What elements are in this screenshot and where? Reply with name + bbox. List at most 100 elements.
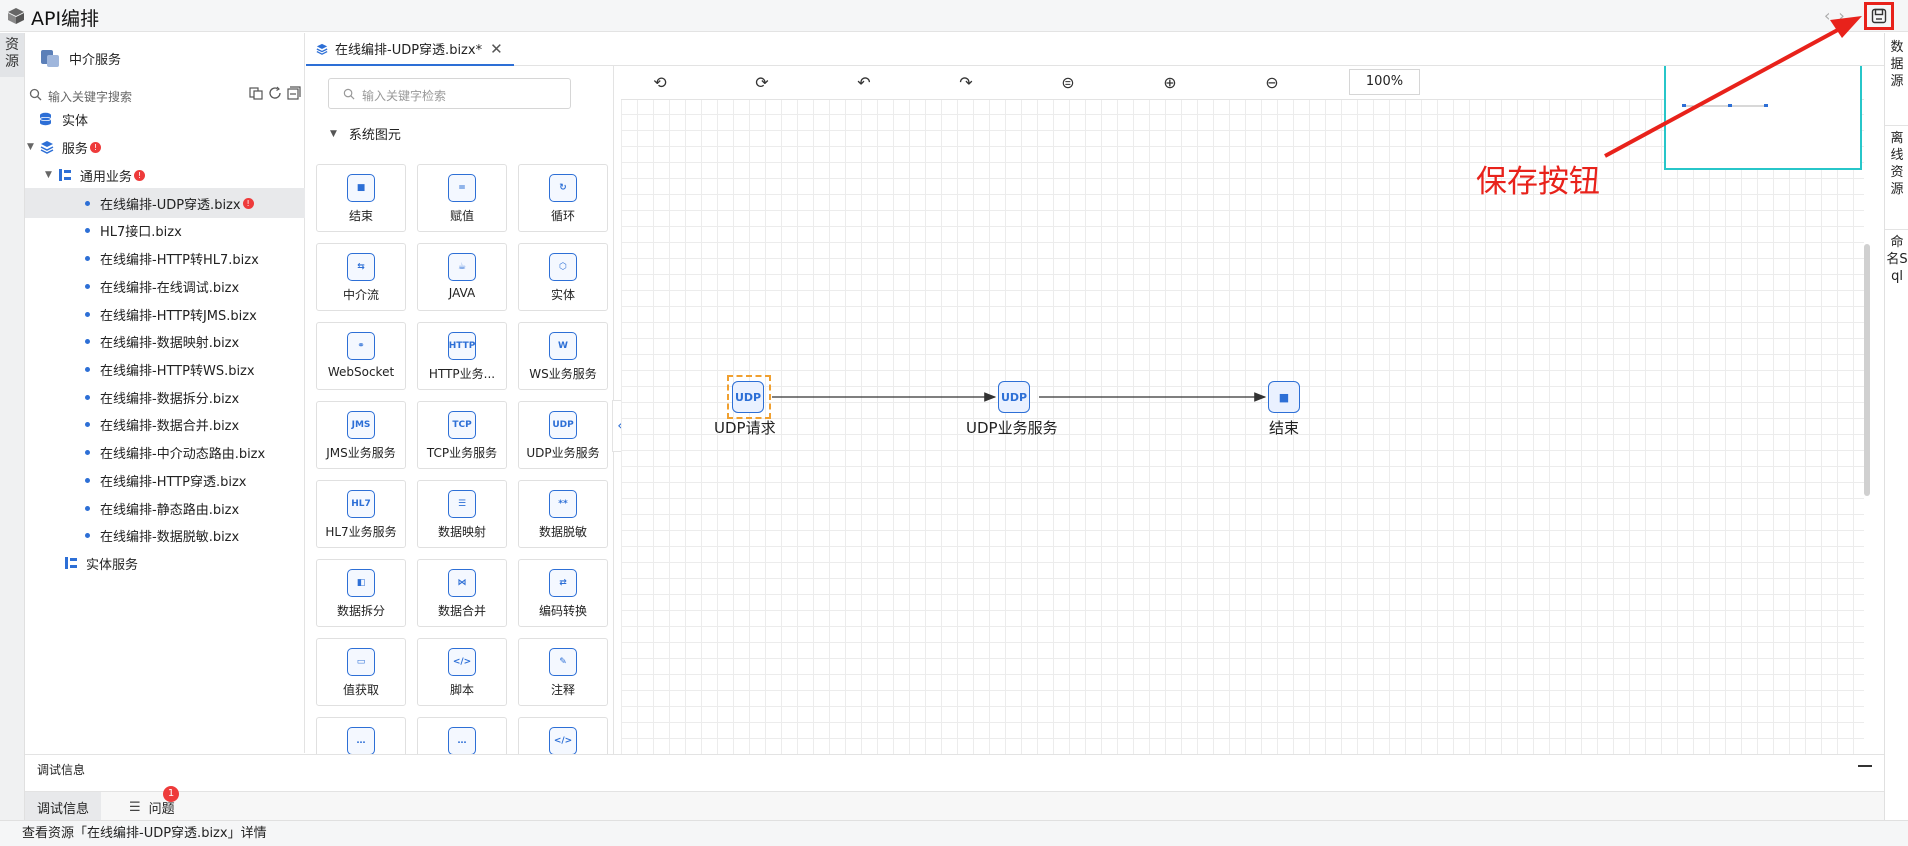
design-canvas[interactable]: UDP UDP请求 UDP UDP业务服务 ■ 结束 <box>621 66 1864 754</box>
tree-node-file[interactable]: HL7接口.bizx <box>25 215 182 245</box>
value-fetch-icon: ▭ <box>347 648 375 676</box>
chevron-left-icon[interactable]: ‹ <box>1824 6 1839 25</box>
palette-search-input[interactable]: 输入关键字检索 <box>328 78 571 109</box>
redo-icon[interactable]: ↷ <box>959 73 973 92</box>
minimap[interactable] <box>1664 66 1862 170</box>
fit-view-icon[interactable]: ⊜ <box>1061 73 1075 92</box>
tree-node-entity[interactable]: 实体 <box>25 104 305 134</box>
tab-problems[interactable]: ☰ 问题 1 <box>117 786 187 822</box>
palette-item[interactable]: ↻循环 <box>518 164 608 232</box>
title-bar: API编排 ‹› <box>0 0 1908 32</box>
editor-tab[interactable]: 在线编排-UDP穿透.bizx* ✕ <box>306 33 514 66</box>
palette-item[interactable]: ▭值获取 <box>316 638 406 706</box>
caret-down-icon[interactable]: ▼ <box>27 142 34 152</box>
palette-item-label: 注释 <box>550 683 575 697</box>
zoom-in-icon[interactable]: ⊕ <box>1163 73 1177 92</box>
resource-tab[interactable]: 资源 <box>0 33 24 77</box>
tree-node-file[interactable]: 在线编排-数据映射.bizx <box>25 326 239 356</box>
palette-item[interactable]: **数据脱敏 <box>518 480 608 548</box>
app-title: API编排 <box>31 8 100 30</box>
offline-resource-tab[interactable]: 离线资源 <box>1885 125 1908 198</box>
palette-item[interactable]: =赋值 <box>417 164 507 232</box>
flow-connectors <box>772 392 1267 402</box>
http-icon: HTTP <box>448 332 476 360</box>
palette-item[interactable]: … <box>417 717 507 754</box>
named-sql-tab[interactable]: 命名Sql <box>1885 229 1908 285</box>
tree-node-file[interactable]: 在线编排-中介动态路由.bizx <box>25 437 265 467</box>
auto-layout-icon[interactable]: ⟲ <box>653 73 667 92</box>
tree-node-entity-service[interactable]: 实体服务 <box>25 548 138 578</box>
palette-item-label: 数据脱敏 <box>538 525 587 539</box>
chevron-right-icon[interactable]: › <box>1838 6 1853 25</box>
palette-item[interactable]: ✎注释 <box>518 638 608 706</box>
tree-node-file[interactable]: 在线编排-静态路由.bizx <box>25 493 239 523</box>
tree-node-file[interactable]: 在线编排-在线调试.bizx <box>25 271 239 301</box>
sidebar-header-label: 中介服务 <box>69 52 122 68</box>
layout-reset-icon[interactable]: ⟳ <box>755 73 769 92</box>
tree-node-file[interactable]: 在线编排-数据拆分.bizx <box>25 382 239 412</box>
canvas-scrollbar[interactable] <box>1864 244 1870 496</box>
palette-item[interactable]: ⋈数据合并 <box>417 559 507 627</box>
zoom-out-icon[interactable]: ⊖ <box>1265 73 1279 92</box>
collapse-all-icon[interactable] <box>287 86 301 100</box>
filter-icon[interactable] <box>249 86 263 100</box>
palette-group-header[interactable]: ▼ 系统图元 <box>330 124 401 143</box>
palette-item-label: 数据映射 <box>437 525 486 539</box>
tab-debug-info[interactable]: 调试信息 <box>25 792 102 822</box>
end-icon: ■ <box>347 174 375 202</box>
palette-item[interactable]: ☕ JAVA <box>417 243 507 311</box>
jms-icon: JMS <box>347 411 375 439</box>
left-panel-strip: 资源 <box>0 33 25 820</box>
palette-item[interactable]: ■结束 <box>316 164 406 232</box>
service-icon <box>41 50 59 67</box>
end-node[interactable]: ■ <box>1268 381 1300 413</box>
palette-item-label: 中介流 <box>342 288 379 302</box>
palette-search-placeholder: 输入关键字检索 <box>362 89 447 103</box>
palette-item[interactable]: </>脚本 <box>417 638 507 706</box>
refresh-icon[interactable] <box>268 86 282 100</box>
search-icon <box>29 88 42 101</box>
palette-item[interactable]: ⚭WebSocket <box>316 322 406 390</box>
udp-request-node[interactable]: UDP <box>732 381 764 413</box>
zoom-level-input[interactable]: 100% <box>1349 69 1420 95</box>
palette-item-label: 脚本 <box>449 683 474 697</box>
caret-down-icon[interactable]: ▼ <box>330 128 337 139</box>
tree-node-file[interactable]: 在线编排-HTTP穿透.bizx <box>25 465 246 495</box>
udp-service-node[interactable]: UDP <box>998 381 1030 413</box>
tree-node-file[interactable]: 在线编排-数据合并.bizx <box>25 409 239 439</box>
tree-node-file[interactable]: 在线编排-数据脱敏.bizx <box>25 520 239 550</box>
palette-item[interactable]: </> <box>518 717 608 754</box>
palette-item[interactable]: ⬡实体 <box>518 243 608 311</box>
tree-node-label: 通用业务 <box>79 169 132 185</box>
minimize-icon[interactable] <box>1858 765 1872 767</box>
palette-item[interactable]: ⇄编码转换 <box>518 559 608 627</box>
tree-node-file[interactable]: 在线编排-HTTP转WS.bizx <box>25 354 255 384</box>
undo-icon[interactable]: ↶ <box>857 73 871 92</box>
palette-item[interactable]: ☰数据映射 <box>417 480 507 548</box>
sidebar-header[interactable]: 中介服务 <box>39 43 121 73</box>
tree-node-file[interactable]: 在线编排-HTTP转JMS.bizx <box>25 299 257 329</box>
palette-item-label: JAVA <box>448 286 476 300</box>
caret-down-icon[interactable]: ▼ <box>45 170 52 180</box>
chevron-left-icon: ‹ <box>617 418 623 434</box>
java-icon: ☕ <box>448 253 476 281</box>
datasource-tab[interactable]: 数据源 <box>1890 40 1904 89</box>
tree-node-file-selected[interactable]: 在线编排-UDP穿透.bizx ! <box>25 188 305 218</box>
palette-item[interactable]: ◧数据拆分 <box>316 559 406 627</box>
palette-item[interactable]: … <box>316 717 406 754</box>
palette-item[interactable]: ⇆中介流 <box>316 243 406 311</box>
sidebar-search[interactable]: 输入关键字搜索 <box>25 81 305 109</box>
save-button[interactable] <box>1864 2 1894 30</box>
tree-node-general-business[interactable]: ▼ 通用业务 ! <box>25 160 305 190</box>
loop-icon: ↻ <box>549 174 577 202</box>
tree-node-file[interactable]: 在线编排-HTTP转HL7.bizx <box>25 243 259 273</box>
bullet-icon <box>85 394 90 400</box>
close-icon[interactable]: ✕ <box>490 39 503 58</box>
tree-node-service[interactable]: ▼ 服务 ! <box>25 132 305 162</box>
